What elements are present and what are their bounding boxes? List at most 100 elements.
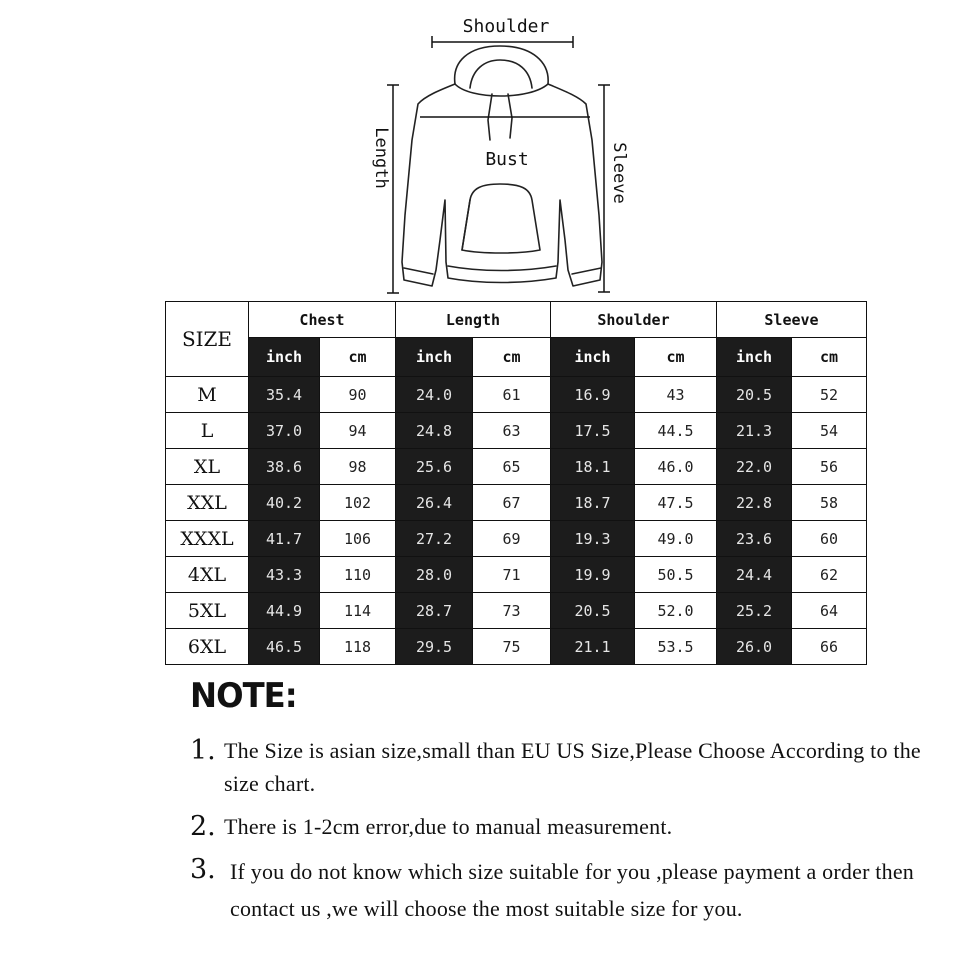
cm-value-cell: 53.5 bbox=[634, 628, 717, 665]
cm-value-cell: 71 bbox=[472, 556, 551, 593]
inch-value-cell: 16.9 bbox=[550, 376, 635, 413]
inch-value-cell: 24.8 bbox=[395, 412, 473, 449]
note-number: 1. bbox=[190, 735, 216, 766]
shoulder-header: Shoulder bbox=[550, 301, 717, 338]
inch-value-cell: 25.2 bbox=[716, 592, 792, 629]
inch-value-cell: 23.6 bbox=[716, 520, 792, 557]
cm-value-cell: 106 bbox=[319, 520, 396, 557]
cm-value-cell: 56 bbox=[791, 448, 867, 485]
cm-value-cell: 52 bbox=[791, 376, 867, 413]
cm-value-cell: 47.5 bbox=[634, 484, 717, 521]
inch-value-cell: 27.2 bbox=[395, 520, 473, 557]
inch-value-cell: 22.8 bbox=[716, 484, 792, 521]
size-cell: M bbox=[165, 376, 249, 413]
cm-value-cell: 66 bbox=[791, 628, 867, 665]
inch-value-cell: 38.6 bbox=[248, 448, 320, 485]
note-number: 3. bbox=[190, 854, 216, 885]
table-header: SIZE Chest Length Shoulder Sleeve inch c… bbox=[165, 301, 867, 377]
length-header: Length bbox=[395, 301, 551, 338]
inch-value-cell: 40.2 bbox=[248, 484, 320, 521]
shoulder-inch-header: inch bbox=[550, 337, 635, 377]
size-cell: L bbox=[165, 412, 249, 449]
note-number: 2. bbox=[190, 811, 216, 842]
length-inch-header: inch bbox=[395, 337, 473, 377]
inch-value-cell: 29.5 bbox=[395, 628, 473, 665]
inch-value-cell: 19.9 bbox=[550, 556, 635, 593]
sleeve-header: Sleeve bbox=[716, 301, 867, 338]
inch-value-cell: 46.5 bbox=[248, 628, 320, 665]
cm-value-cell: 62 bbox=[791, 556, 867, 593]
cm-value-cell: 67 bbox=[472, 484, 551, 521]
size-cell: XL bbox=[165, 448, 249, 485]
inch-value-cell: 28.7 bbox=[395, 592, 473, 629]
cm-value-cell: 44.5 bbox=[634, 412, 717, 449]
cm-value-cell: 98 bbox=[319, 448, 396, 485]
cm-value-cell: 64 bbox=[791, 592, 867, 629]
inch-value-cell: 35.4 bbox=[248, 376, 320, 413]
cm-value-cell: 118 bbox=[319, 628, 396, 665]
cm-value-cell: 43 bbox=[634, 376, 717, 413]
shoulder-cm-header: cm bbox=[634, 337, 717, 377]
size-chart-table: SIZE Chest Length Shoulder Sleeve inch c… bbox=[165, 301, 867, 665]
cm-value-cell: 50.5 bbox=[634, 556, 717, 593]
chest-inch-header: inch bbox=[248, 337, 320, 377]
inch-value-cell: 24.0 bbox=[395, 376, 473, 413]
notes-section: NOTE: 1. The Size is asian size,small th… bbox=[190, 676, 930, 937]
inch-value-cell: 43.3 bbox=[248, 556, 320, 593]
cm-value-cell: 52.0 bbox=[634, 592, 717, 629]
note-item: 2. There is 1-2cm error,due to manual me… bbox=[190, 810, 930, 843]
inch-value-cell: 44.9 bbox=[248, 592, 320, 629]
size-cell: 4XL bbox=[165, 556, 249, 593]
cm-value-cell: 58 bbox=[791, 484, 867, 521]
size-cell: 6XL bbox=[165, 628, 249, 665]
inch-value-cell: 26.0 bbox=[716, 628, 792, 665]
note-item: 3. If you do not know which size suitabl… bbox=[190, 853, 930, 927]
inch-value-cell: 20.5 bbox=[550, 592, 635, 629]
cm-value-cell: 90 bbox=[319, 376, 396, 413]
note-text: If you do not know which size suitable f… bbox=[230, 859, 914, 921]
cm-value-cell: 114 bbox=[319, 592, 396, 629]
inch-value-cell: 26.4 bbox=[395, 484, 473, 521]
size-column-header: SIZE bbox=[165, 301, 249, 377]
cm-value-cell: 102 bbox=[319, 484, 396, 521]
chest-cm-header: cm bbox=[319, 337, 396, 377]
inch-value-cell: 21.3 bbox=[716, 412, 792, 449]
cm-value-cell: 60 bbox=[791, 520, 867, 557]
inch-value-cell: 17.5 bbox=[550, 412, 635, 449]
length-label: Length bbox=[371, 127, 391, 188]
cm-value-cell: 61 bbox=[472, 376, 551, 413]
inch-value-cell: 37.0 bbox=[248, 412, 320, 449]
note-text: There is 1-2cm error,due to manual measu… bbox=[224, 814, 673, 839]
inch-value-cell: 28.0 bbox=[395, 556, 473, 593]
sleeve-label: Sleeve bbox=[609, 142, 629, 203]
inch-value-cell: 24.4 bbox=[716, 556, 792, 593]
cm-value-cell: 94 bbox=[319, 412, 396, 449]
note-item: 1. The Size is asian size,small than EU … bbox=[190, 734, 930, 800]
cm-value-cell: 54 bbox=[791, 412, 867, 449]
shoulder-label: Shoulder bbox=[463, 16, 550, 37]
inch-value-cell: 18.1 bbox=[550, 448, 635, 485]
cm-value-cell: 110 bbox=[319, 556, 396, 593]
cm-value-cell: 63 bbox=[472, 412, 551, 449]
inch-value-cell: 41.7 bbox=[248, 520, 320, 557]
inch-value-cell: 21.1 bbox=[550, 628, 635, 665]
cm-value-cell: 46.0 bbox=[634, 448, 717, 485]
inch-value-cell: 18.7 bbox=[550, 484, 635, 521]
inch-value-cell: 20.5 bbox=[716, 376, 792, 413]
cm-value-cell: 75 bbox=[472, 628, 551, 665]
note-text: The Size is asian size,small than EU US … bbox=[224, 738, 921, 796]
bust-label: Bust bbox=[485, 149, 528, 170]
cm-value-cell: 69 bbox=[472, 520, 551, 557]
inch-value-cell: 19.3 bbox=[550, 520, 635, 557]
size-cell: XXXL bbox=[165, 520, 249, 557]
length-cm-header: cm bbox=[472, 337, 551, 377]
note-title: NOTE: bbox=[190, 676, 298, 716]
cm-value-cell: 49.0 bbox=[634, 520, 717, 557]
